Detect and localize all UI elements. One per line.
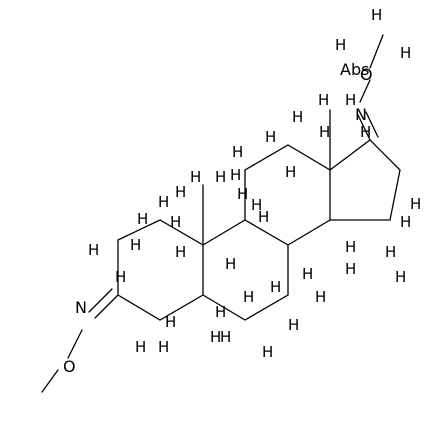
oxygen-atom-label: O <box>360 65 373 84</box>
hydrogen-atom-label: H <box>243 288 254 306</box>
hydrogen-atom-label: H <box>158 338 169 356</box>
hydrogen-atom-label: H <box>292 108 303 126</box>
hydrogen-atom-label: H <box>215 303 226 321</box>
hydrogen-atom-label: H <box>385 243 396 261</box>
hydrogen-atom-label: H <box>130 236 141 254</box>
hydrogen-atom-label: H <box>251 196 262 214</box>
hydrogen-atom-label: H <box>220 328 231 346</box>
hydrogen-atom-label: H <box>258 208 269 226</box>
nitrogen-atom-label: N <box>75 298 87 317</box>
hydrogen-atom-label: H <box>345 238 356 256</box>
hydrogen-atom-label: H <box>115 268 126 286</box>
hydrogen-atom-label: H <box>288 316 299 334</box>
hydrogen-atom-label: H <box>170 213 181 231</box>
hydrogen-atom-label: H <box>360 123 371 141</box>
hydrogen-atom-label: H <box>237 185 248 203</box>
hydrogen-atom-label: H <box>410 195 421 213</box>
hydrogen-atom-label: H <box>345 91 356 109</box>
hydrogen-atom-label: H <box>335 36 346 54</box>
hydrogen-atom-label: H <box>262 343 273 361</box>
hydrogen-atom-label: H <box>88 241 99 259</box>
hydrogen-atom-label: H <box>395 268 406 286</box>
hydrogen-atom-label: H <box>285 163 296 181</box>
hydrogen-atom-label: H <box>345 260 356 278</box>
hydrogen-atom-label: H <box>190 168 201 186</box>
hydrogen-atom-label: H <box>265 128 276 146</box>
hydrogen-atom-label: H <box>135 338 146 356</box>
hydrogen-atom-label: H <box>319 123 330 141</box>
hydrogen-atom-label: H <box>215 168 226 186</box>
hydrogen-atom-label: H <box>318 91 329 109</box>
hydrogen-atom-label: H <box>175 243 186 261</box>
abs-stereo-label: Abs <box>340 60 369 79</box>
hydrogen-atom-label: H <box>230 166 241 184</box>
hydrogen-atom-label: H <box>315 288 326 306</box>
hydrogen-atom-label: H <box>270 278 281 296</box>
hydrogen-atom-label: H <box>165 313 176 331</box>
hydrogen-atom-label: H <box>137 210 148 228</box>
hydrogen-atom-label: H <box>232 143 243 161</box>
bonds <box>41 34 401 393</box>
oxygen-atom-label: O <box>63 357 76 376</box>
hydrogen-atom-label: H <box>225 255 236 273</box>
hydrogen-atom-label: H <box>175 183 186 201</box>
hydrogen-atom-label: H <box>400 44 411 62</box>
hydrogen-atom-label: H <box>400 213 411 231</box>
hydrogen-atom-label: H <box>158 193 169 211</box>
hydrogen-atom-label: H <box>210 328 221 346</box>
hydrogen-atom-label: H <box>371 6 382 24</box>
hydrogen-atom-label: H <box>302 265 313 283</box>
nitrogen-atom-label: N <box>355 105 367 124</box>
